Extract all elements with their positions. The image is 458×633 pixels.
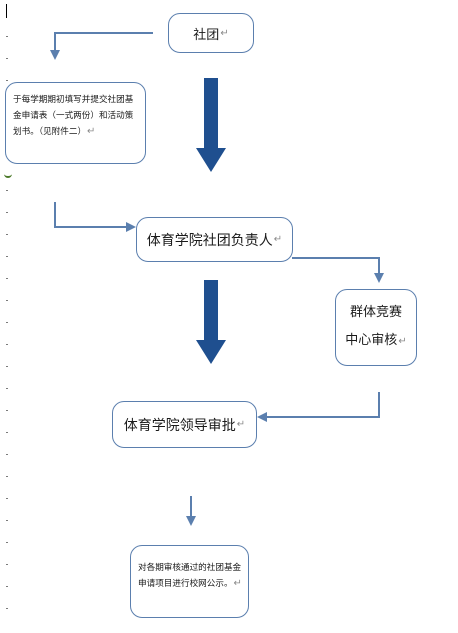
- box-leader: 体育学院领导审批↵: [112, 401, 257, 448]
- box-apply: 于每学期期初填写并提交社团基金申请表（一式两份）和活动策划书。（见附件二）↵: [5, 82, 146, 164]
- connector-head-to-center: [292, 257, 384, 283]
- box-publish: 对各期审核通过的社团基金申请项目进行校网公示。↵: [130, 545, 249, 618]
- connector-club-to-apply: [50, 32, 153, 60]
- box-apply-text: 于每学期期初填写并提交社团基金申请表（一式两份）和活动策划书。（见附件二）: [13, 95, 134, 137]
- box-head-label: 体育学院社团负责人: [146, 232, 273, 249]
- box-center-line1: 群体竞赛: [349, 305, 402, 320]
- box-publish-text: 对各期审核通过的社团基金申请项目进行校网公示。: [138, 563, 242, 589]
- box-center-line2: 中心审核: [345, 333, 398, 348]
- big-down-arrow-2: [196, 280, 226, 364]
- box-head: 体育学院社团负责人↵: [136, 217, 293, 262]
- box-club-label: 社团: [193, 27, 220, 43]
- text-cursor: [6, 4, 7, 18]
- box-leader-label: 体育学院领导审批: [123, 417, 236, 434]
- big-down-arrow-1: [196, 78, 226, 172]
- box-club: 社团↵: [168, 13, 254, 53]
- connector-center-to-leader: [257, 392, 380, 422]
- connector-to-head: [54, 202, 136, 232]
- box-center: 群体竞赛 中心审核↵: [335, 289, 417, 366]
- anchor-mark: [4, 168, 12, 178]
